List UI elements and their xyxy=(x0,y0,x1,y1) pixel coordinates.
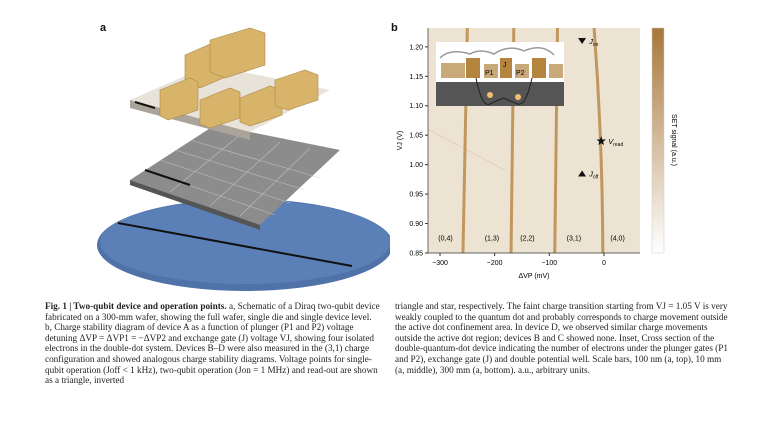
wafer-schematic xyxy=(97,27,390,291)
caption-left: Fig. 1 | Two-qubit device and operation … xyxy=(45,301,380,386)
caption-lead: Fig. 1 | Two-qubit device and operation … xyxy=(45,301,227,311)
x-tick-label: −300 xyxy=(432,260,448,267)
charge-region-label: (4,0) xyxy=(610,235,624,242)
panel-b-label: b xyxy=(391,22,398,34)
y-tick-label: 1.00 xyxy=(409,162,423,169)
wafer-scale-bar xyxy=(117,222,353,267)
inset-label-j: J xyxy=(503,62,507,69)
charge-stability-chart: P1 J P2 −300 −200 −100 0 0.85 0.90 0.95 1.00 1.0… xyxy=(397,27,677,280)
colorbar-label: SET signal (a.u.) xyxy=(670,114,677,166)
y-axis-label: VJ (V) xyxy=(397,131,404,150)
die-scale-bar xyxy=(144,169,191,186)
device-scale-bar xyxy=(134,101,156,109)
j-on-marker xyxy=(578,37,587,44)
y-tick-label: 1.15 xyxy=(409,74,423,81)
die xyxy=(130,125,340,225)
charge-region-label: (1,3) xyxy=(485,235,499,242)
inset-label-p1: P1 xyxy=(485,70,494,77)
y-tick-label: 0.90 xyxy=(409,221,423,228)
x-tick-label: −200 xyxy=(487,260,503,267)
y-tick-label: 0.85 xyxy=(409,251,423,258)
caption-right: triangle and star, respectively. The fai… xyxy=(395,301,728,375)
y-tick-label: 1.20 xyxy=(409,44,423,51)
caption-left-text: a, Schematic of a Diraq two-qubit device… xyxy=(45,301,380,386)
charge-region-label: (3,1) xyxy=(567,235,581,242)
j-off-marker xyxy=(578,170,587,177)
faint-transition-line xyxy=(427,129,506,171)
charge-region-label: (0,4) xyxy=(438,235,452,242)
x-tick-label: 0 xyxy=(602,260,606,267)
y-tick-label: 0.95 xyxy=(409,192,423,199)
inset-label-p2: P2 xyxy=(516,70,525,77)
panel-a-label: a xyxy=(100,22,107,34)
y-tick-label: 1.10 xyxy=(409,103,423,110)
colorbar xyxy=(651,27,665,254)
v-read-marker xyxy=(596,136,606,146)
v-read-label: Vread xyxy=(608,137,623,148)
inset-cross-section: P1 J P2 xyxy=(436,42,564,106)
x-tick-label: −100 xyxy=(541,260,557,267)
y-tick-label: 1.05 xyxy=(409,133,423,140)
x-axis-label: ΔVP (mV) xyxy=(519,273,550,280)
j-off-label: Joff xyxy=(588,169,599,180)
charge-region-label: (2,2) xyxy=(520,235,534,242)
j-on-label: Jon xyxy=(588,37,599,48)
